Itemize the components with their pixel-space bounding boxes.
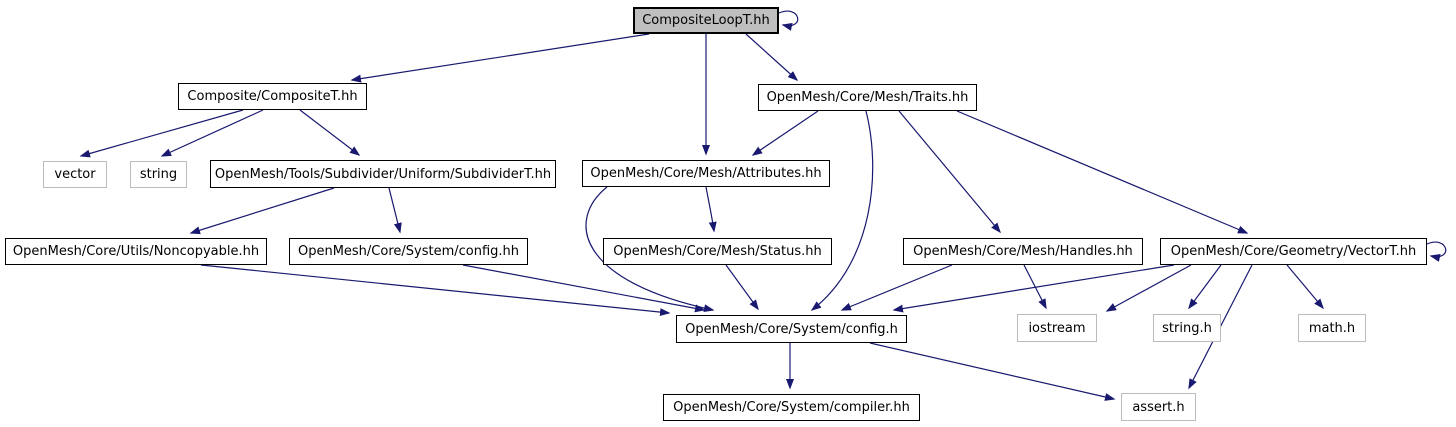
- edge-composite-loop-to-traits: [745, 33, 799, 82]
- edge-handles-to-iostream: [1023, 264, 1047, 310]
- node-composite-t[interactable]: Composite/CompositeT.hh: [178, 83, 367, 110]
- edge-composite-t-to-subdivider-t: [299, 109, 361, 156]
- edge-config-h-to-assert-h: [869, 342, 1116, 401]
- node-assert-h: assert.h: [1121, 393, 1196, 421]
- edge-traits-to-attributes: [751, 110, 819, 156]
- node-iostream: iostream: [1017, 314, 1097, 342]
- edge-composite-loop-self: [778, 10, 799, 31]
- node-math-h: math.h: [1298, 314, 1366, 342]
- edge-status-to-config-h: [725, 264, 759, 311]
- edge-composite-loop-to-composite-t: [350, 33, 650, 83]
- node-config-h[interactable]: OpenMesh/Core/System/config.h: [676, 315, 907, 343]
- edge-handles-to-config-h: [840, 264, 953, 311]
- edge-config-hh-to-config-h: [462, 264, 706, 313]
- edge-vector-t-to-iostream: [1105, 264, 1192, 312]
- edge-subdivider-t-to-noncopyable: [189, 187, 335, 235]
- node-subdivider-t[interactable]: OpenMesh/Tools/Subdivider/Uniform/Subdiv…: [210, 160, 556, 188]
- edge-attributes-to-config-h: [585, 186, 715, 313]
- node-string: string: [130, 161, 187, 188]
- edge-vector-t-self: [1426, 241, 1447, 262]
- edge-composite-t-to-string: [160, 109, 264, 157]
- node-config-hh[interactable]: OpenMesh/Core/System/config.hh: [289, 238, 528, 265]
- node-noncopyable[interactable]: OpenMesh/Core/Utils/Noncopyable.hh: [5, 238, 267, 265]
- node-vector-t[interactable]: OpenMesh/Core/Geometry/VectorT.hh: [1160, 238, 1427, 265]
- node-attributes[interactable]: OpenMesh/Core/Mesh/Attributes.hh: [582, 160, 830, 187]
- node-status[interactable]: OpenMesh/Core/Mesh/Status.hh: [603, 238, 832, 265]
- node-handles[interactable]: OpenMesh/Core/Mesh/Handles.hh: [903, 238, 1143, 265]
- edge-vector-t-to-config-h: [892, 264, 1175, 313]
- node-composite-loop: CompositeLoopT.hh: [633, 7, 779, 34]
- edge-noncopyable-to-config-h: [200, 264, 671, 317]
- node-traits[interactable]: OpenMesh/Core/Mesh/Traits.hh: [758, 84, 977, 111]
- node-string-h: string.h: [1153, 314, 1221, 342]
- edge-vector-t-to-string-h: [1188, 264, 1222, 310]
- edge-vector-t-to-math-h: [1286, 264, 1324, 310]
- edge-composite-t-to-vector: [79, 109, 244, 158]
- node-compiler-hh[interactable]: OpenMesh/Core/System/compiler.hh: [663, 394, 920, 421]
- edge-traits-to-config-h: [810, 110, 874, 311]
- edge-subdivider-t-to-config-hh: [388, 187, 402, 234]
- edge-traits-to-vector-t: [956, 110, 1249, 234]
- edge-traits-to-handles: [898, 110, 1001, 234]
- edge-attributes-to-status: [705, 186, 717, 233]
- node-vector: vector: [43, 161, 107, 188]
